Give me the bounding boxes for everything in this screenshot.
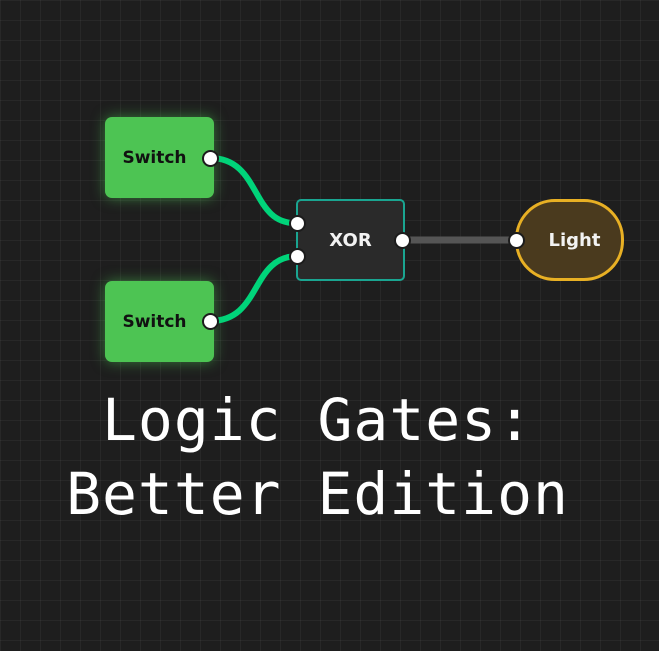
wire-switch-top-to-xor[interactable] (207, 155, 300, 227)
switch-node-top[interactable]: Switch (105, 117, 214, 198)
xor-gate-node[interactable]: XOR (296, 199, 405, 281)
xor-input-port-b[interactable] (288, 247, 306, 265)
wire-switch-bottom-to-xor[interactable] (207, 253, 300, 324)
switch-bottom-output-port[interactable] (201, 312, 219, 330)
switch-node-label: Switch (122, 311, 187, 332)
title-line-2: Better Edition (66, 460, 569, 528)
switch-top-output-port[interactable] (201, 149, 219, 167)
light-label: Light (548, 229, 601, 251)
light-input-port[interactable] (507, 231, 525, 249)
title-line-1: Logic Gates: (101, 386, 534, 454)
switch-node-bottom[interactable]: Switch (105, 281, 214, 362)
xor-input-port-a[interactable] (288, 214, 306, 232)
switch-node-label: Switch (122, 147, 187, 168)
light-node[interactable]: Light (515, 199, 624, 281)
xor-output-port[interactable] (393, 231, 411, 249)
gate-label: XOR (329, 229, 372, 251)
